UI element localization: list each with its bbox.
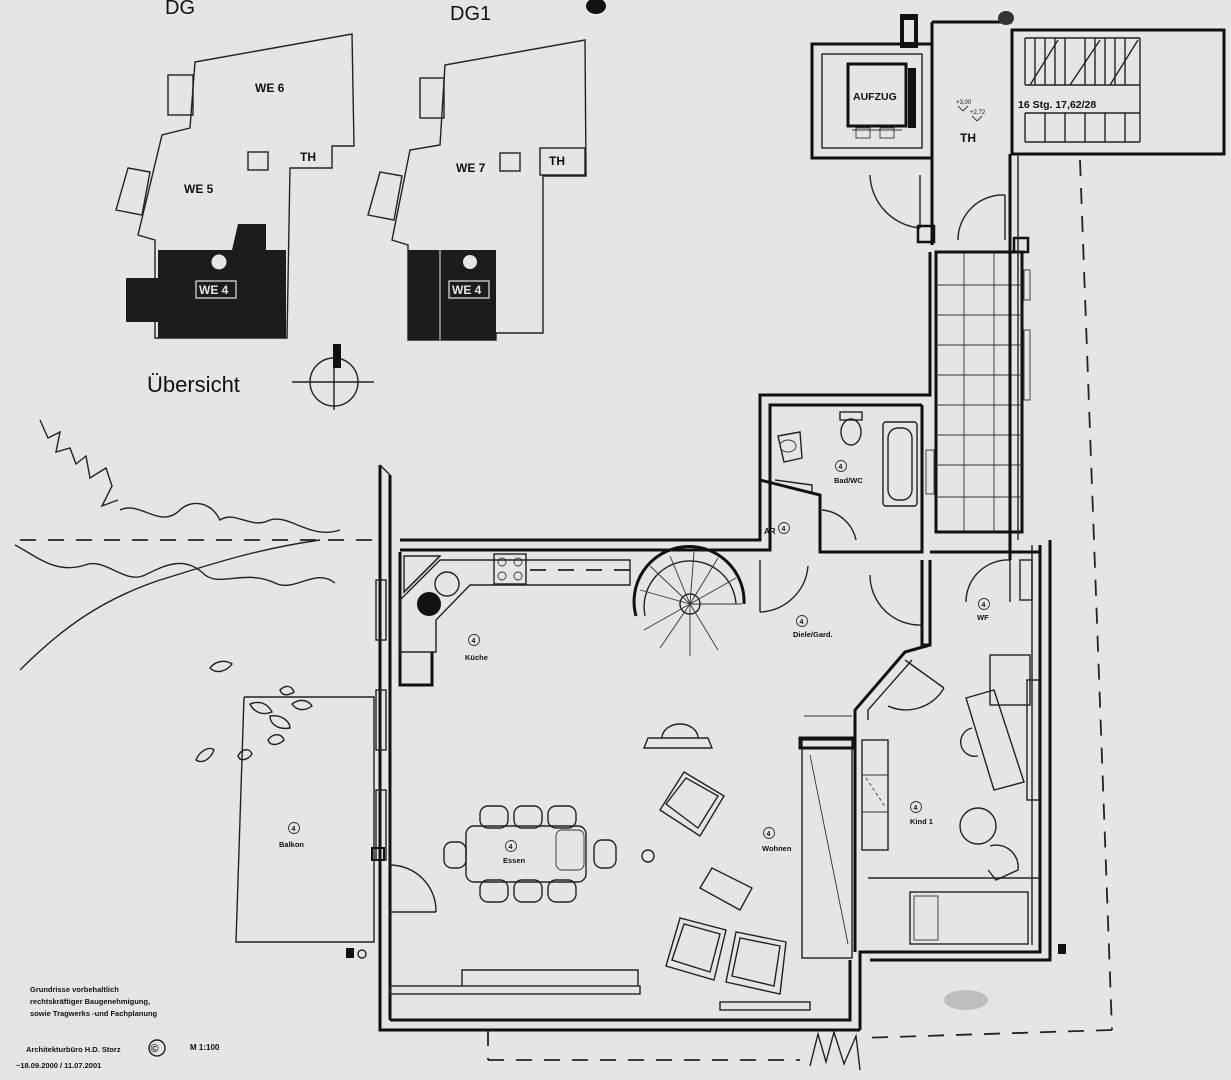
room-kind1-label: Kind 1 [910,817,933,826]
room-balkon-label: Balkon [279,840,304,849]
stair-label: 16 Stg. 17,62/28 [1018,99,1096,111]
room-kueche-num: 4 [472,638,476,645]
room-bad-label: Bad/WC [834,476,863,485]
overview-title: Übersicht [147,372,240,397]
footer-dates: ~18.09.2000 / 11.07.2001 [16,1061,101,1070]
bath-block [759,405,935,554]
kind1-block [853,643,1040,952]
corridor-tiles [934,154,1031,560]
overview-dg1-we4-label: WE 4 [452,283,482,297]
overview-dg1-th-label: TH [549,154,565,168]
room-wf-num: 4 [982,602,986,609]
overview-dg-plan: WE 6 WE 5 TH WE 4 [115,33,355,339]
room-wohnen-num: 4 [767,831,771,838]
room-ar-num: 4 [782,526,786,533]
spiral-stair [632,545,746,656]
overview-we6-label: WE 6 [255,81,285,95]
north-arrow-icon [292,344,374,410]
landing-th-label: TH [960,131,976,145]
footer-notes: Grundrisse vorbehaltlich rechtskräftiger… [16,985,220,1070]
elevator-label: AUFZUG [853,91,897,103]
stair-flight [1024,37,1141,143]
footer-copyright: © [151,1043,159,1055]
overview-dg1-plan: WE 7 TH WE 4 [367,39,587,341]
footer-line2: rechtskräftiger Baugenehmigung, [30,997,150,1006]
footer-scale: M 1:100 [190,1043,220,1052]
landing-level-bottom: +2,72 [970,110,986,116]
balcony-block [235,685,1066,959]
kitchen-block [398,552,631,687]
room-ar-label: AR [764,527,776,536]
room-labels: 4 Bad/WC AR 4 4 Küche 4 Diele/Gard. 4 WF… [279,460,990,865]
punch-hole-mark [998,11,1014,25]
overview-we5-label: WE 5 [184,182,214,196]
elevator-shaft [846,62,908,128]
apartment-walls [371,252,1052,1032]
copyright-icon [148,1039,166,1057]
room-wohnen-label: Wohnen [762,844,792,853]
landing-level-top: +3,00 [956,100,972,106]
room-bad-num: 4 [839,464,843,471]
punch-hole-mark [586,0,606,14]
overview-we7-label: WE 7 [456,161,486,175]
room-diele-label: Diele/Gard. [793,630,833,639]
wardrobe-block [798,715,856,959]
core-block: AUFZUG [810,14,1226,254]
room-balkon-num: 4 [292,826,296,833]
living-furniture [642,723,787,995]
overview-dg-we4-label: WE 4 [199,283,229,297]
room-essen-label: Essen [503,856,526,865]
plant-sketch [14,419,341,763]
room-wf-label: WF [977,613,989,622]
overview-dg1-label: DG1 [450,3,491,25]
footer-line3: sowie Tragwerks -und Fachplanung [30,1009,158,1018]
interior-doors [389,550,1040,913]
room-diele-num: 4 [800,619,804,626]
property-line [20,159,1113,1039]
overview-block: DG DG1 WE 6 WE 5 TH WE 4 [115,0,587,410]
overview-dg-label: DG [165,0,195,19]
dining-set [443,805,655,903]
room-kind1-num: 4 [914,805,918,812]
sketch-marks-south [487,990,988,1071]
room-kueche-label: Küche [465,653,488,662]
room-essen-num: 4 [509,844,513,851]
footer-line1: Grundrisse vorbehaltlich [30,985,119,994]
footer-office: Architekturbüro H.D. Storz [26,1045,121,1054]
overview-dg-th-label: TH [300,150,316,164]
